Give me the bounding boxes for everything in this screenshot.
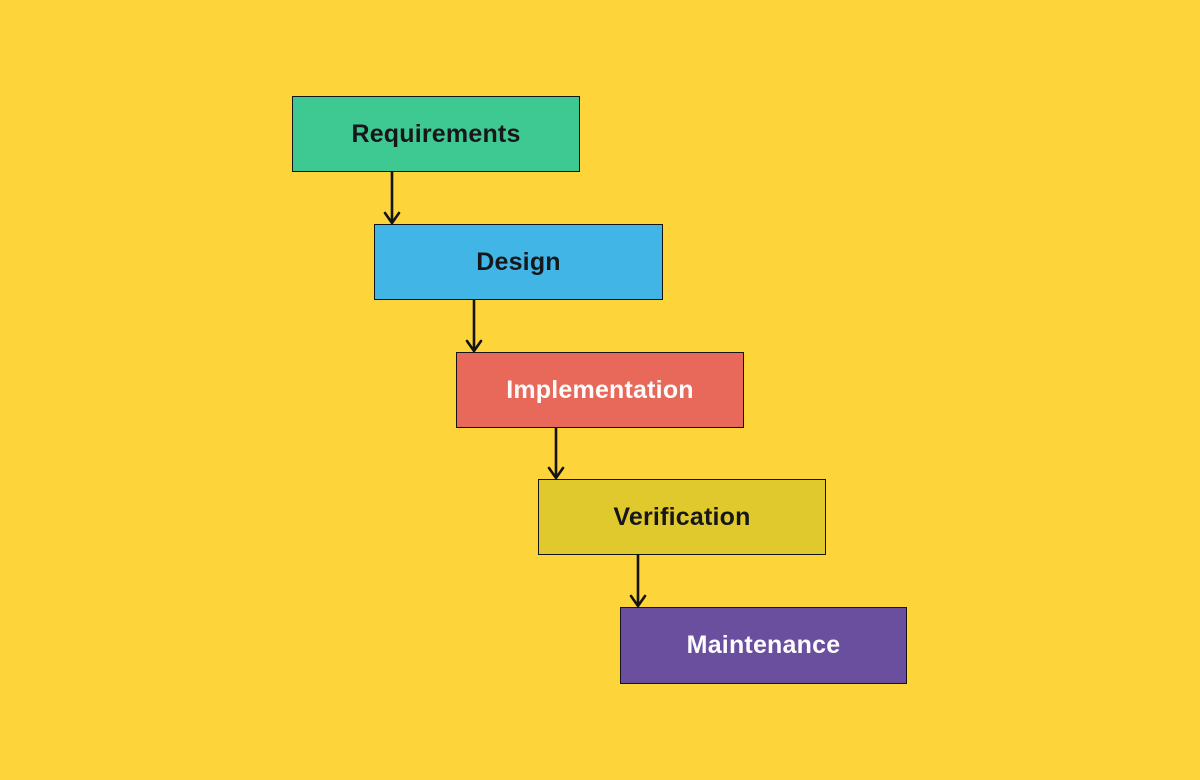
step-requirements: Requirements	[292, 96, 580, 172]
step-label-maintenance: Maintenance	[686, 631, 841, 659]
step-label-design: Design	[476, 247, 561, 276]
step-label-requirements: Requirements	[351, 119, 521, 148]
step-implementation: Implementation	[456, 352, 744, 428]
step-label-verification: Verification	[613, 502, 751, 531]
step-label-implementation: Implementation	[506, 375, 694, 404]
step-maintenance: Maintenance	[620, 607, 907, 684]
step-design: Design	[374, 224, 663, 300]
step-verification: Verification	[538, 479, 826, 555]
